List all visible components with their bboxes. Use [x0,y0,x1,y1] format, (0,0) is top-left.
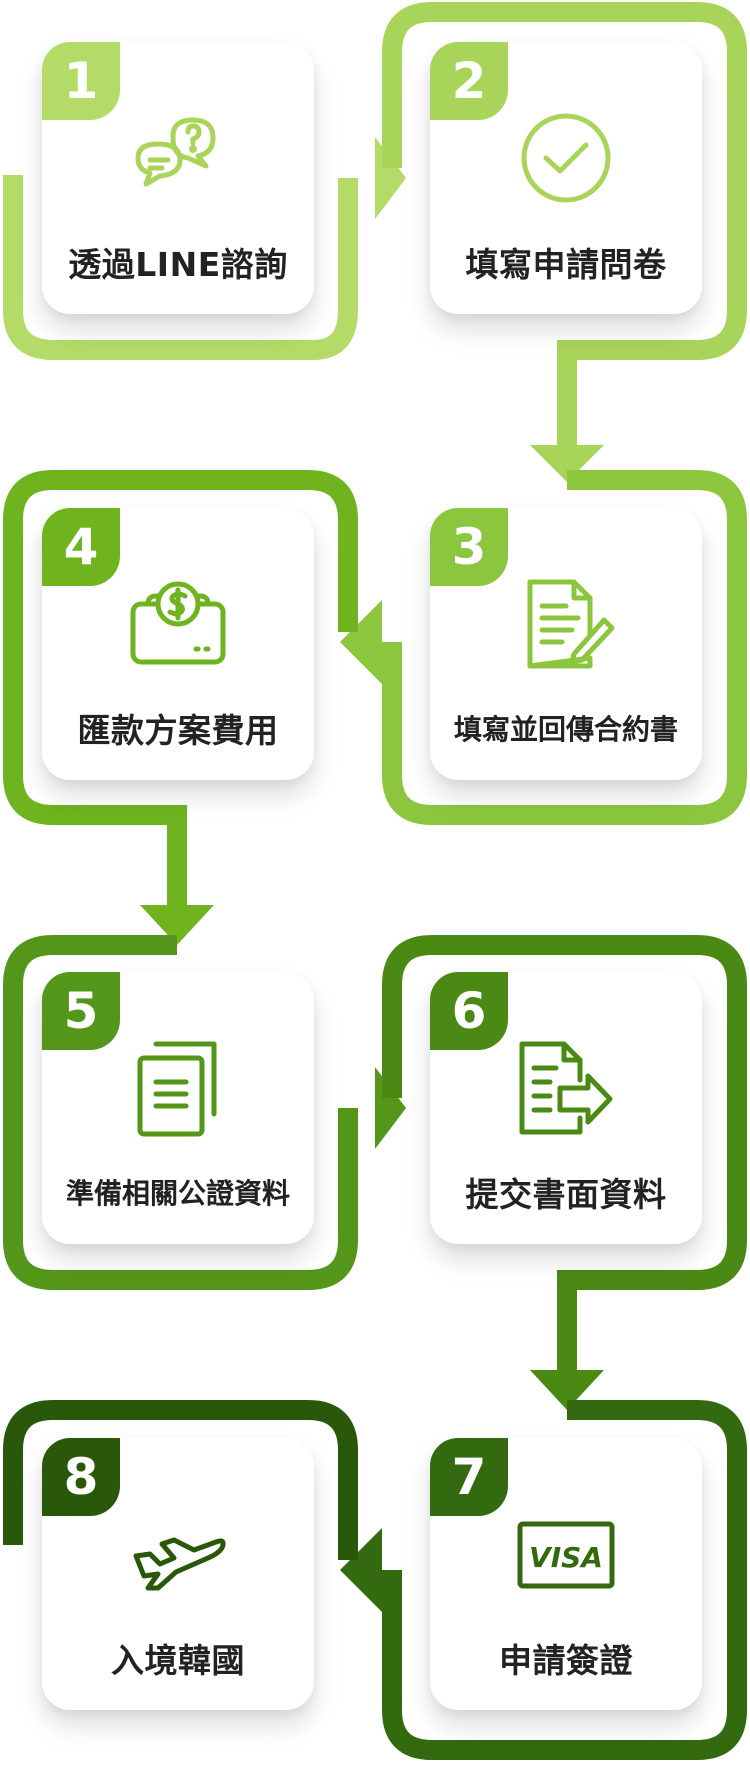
step-label-4: 匯款方案費用 [77,711,279,750]
chat-question-icon [128,108,228,208]
step-number-4: 4 [42,508,120,586]
step-label-3: 填寫並回傳合約書 [453,713,678,746]
step-card-2: 2 填寫申請問卷 [430,42,702,314]
step-label-5: 準備相關公證資料 [65,1177,290,1210]
step-card-6: 6 提交書面資料 [430,972,702,1244]
flow-line-5 [3,935,358,1290]
step-card-4: 4 匯款方案費用 [42,508,314,780]
step-label-6: 提交書面資料 [465,1175,667,1214]
flow-line-4 [3,470,358,905]
document-submit-icon [516,1038,616,1138]
flow-arrow-2-to-3 [530,445,604,482]
step-number-1: 1 [42,42,120,120]
step-card-7: 7 VISA 申請簽證 [430,1438,702,1710]
step-number-5: 5 [42,972,120,1050]
airplane-icon [128,1504,228,1604]
step-label-7: 申請簽證 [499,1641,633,1680]
step-number-7: 7 [430,1438,508,1516]
check-circle-icon [516,108,616,208]
flow-arrow-1-to-2 [375,178,406,219]
step-label-1: 透過LINE諮詢 [68,245,288,284]
flow-arrow-4-to-5 [140,905,214,945]
step-card-5: 5 準備相關公證資料 [42,972,314,1244]
flow-line-2 [382,2,747,445]
step-number-8: 8 [42,1438,120,1516]
flow-line-3 [382,470,747,825]
step-label-8: 入境韓國 [111,1641,245,1680]
money-payment-icon [128,574,228,674]
step-card-1: 1 透過LINE諮詢 [42,42,314,314]
flow-arrow-7-to-8 [340,1528,382,1612]
flow-line-6 [382,935,747,1370]
step-label-2: 填寫申請問卷 [465,245,667,284]
document-sign-icon [516,574,616,674]
step-number-3: 3 [430,508,508,586]
step-card-3: 3 填寫並回傳合約書 [430,508,702,780]
visa-card-icon: VISA [516,1504,616,1604]
flow-line-1 [3,175,358,360]
step-number-2: 2 [430,42,508,120]
flow-arrow-3-to-4 [340,600,382,684]
flow-line-7 [382,1400,747,1760]
flow-line-8 [3,1400,358,1560]
documents-copy-icon [128,1038,228,1138]
step-number-6: 6 [430,972,508,1050]
visa-card-text: VISA [529,1541,603,1574]
flow-arrow-6-to-7 [530,1370,604,1410]
step-card-8: 8 入境韓國 [42,1438,314,1710]
